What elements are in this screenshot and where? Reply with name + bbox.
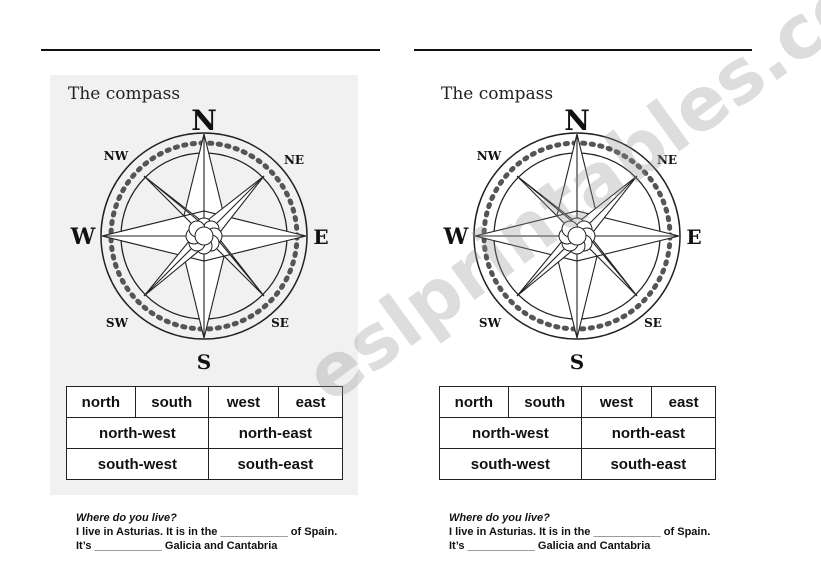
label-s: S — [197, 350, 211, 372]
word-south-west: south-west — [439, 448, 582, 480]
label-sw: SW — [106, 316, 129, 330]
word-east: east — [278, 386, 343, 418]
question-text: Where do you live? — [76, 512, 177, 524]
word-north: north — [66, 386, 136, 418]
answer-line-2: It’s ___________ Galicia and Cantabria — [449, 540, 651, 552]
label-se: SE — [271, 316, 289, 330]
word-south: south — [507, 386, 582, 418]
label-e: E — [686, 225, 701, 249]
question-block-copy: Where do you live? I live in Asturias. I… — [449, 511, 710, 553]
word-west: west — [580, 386, 653, 418]
page-title-copy: The compass — [441, 84, 554, 104]
question-block: Where do you live? I live in Asturias. I… — [76, 511, 337, 553]
question-text: Where do you live? — [449, 512, 550, 524]
label-n: N — [191, 104, 217, 137]
answer-line-1: I live in Asturias. It is in the _______… — [449, 526, 711, 538]
word-north-west: north-west — [439, 417, 582, 449]
label-se: SE — [644, 316, 662, 330]
word-south-east: south-east — [207, 448, 344, 480]
word-south: south — [134, 386, 209, 418]
direction-word-table: north south west east north-west north-e… — [66, 386, 344, 480]
answer-line-2: It’s ___________ Galicia and Cantabria — [76, 540, 278, 552]
top-rule-right — [414, 49, 752, 51]
word-east: east — [651, 386, 716, 418]
label-s: S — [570, 350, 584, 372]
word-west: west — [207, 386, 280, 418]
answer-line-1: I live in Asturias. It is in the _______… — [76, 526, 338, 538]
label-w: W — [443, 224, 469, 250]
label-ne: NE — [657, 153, 677, 167]
direction-word-table-copy: north south west east north-west north-e… — [439, 386, 717, 480]
word-north-east: north-east — [207, 417, 344, 449]
word-south-east: south-east — [580, 448, 717, 480]
word-north: north — [439, 386, 509, 418]
label-n: N — [564, 104, 590, 137]
label-nw: NW — [104, 149, 129, 163]
label-nw: NW — [477, 149, 502, 163]
word-north-west: north-west — [66, 417, 209, 449]
compass-rose-copy: N S W E NW NE SW SE — [443, 104, 702, 372]
compass-rose: N S W E NW NE SW SE — [70, 104, 329, 372]
top-rule-left — [41, 49, 380, 51]
label-sw: SW — [479, 316, 502, 330]
label-e: E — [313, 225, 328, 249]
word-north-east: north-east — [580, 417, 717, 449]
page-title: The compass — [68, 84, 181, 104]
flower-center — [558, 217, 596, 255]
label-ne: NE — [284, 153, 304, 167]
flower-center — [185, 217, 223, 255]
label-w: W — [70, 224, 96, 250]
word-south-west: south-west — [66, 448, 209, 480]
